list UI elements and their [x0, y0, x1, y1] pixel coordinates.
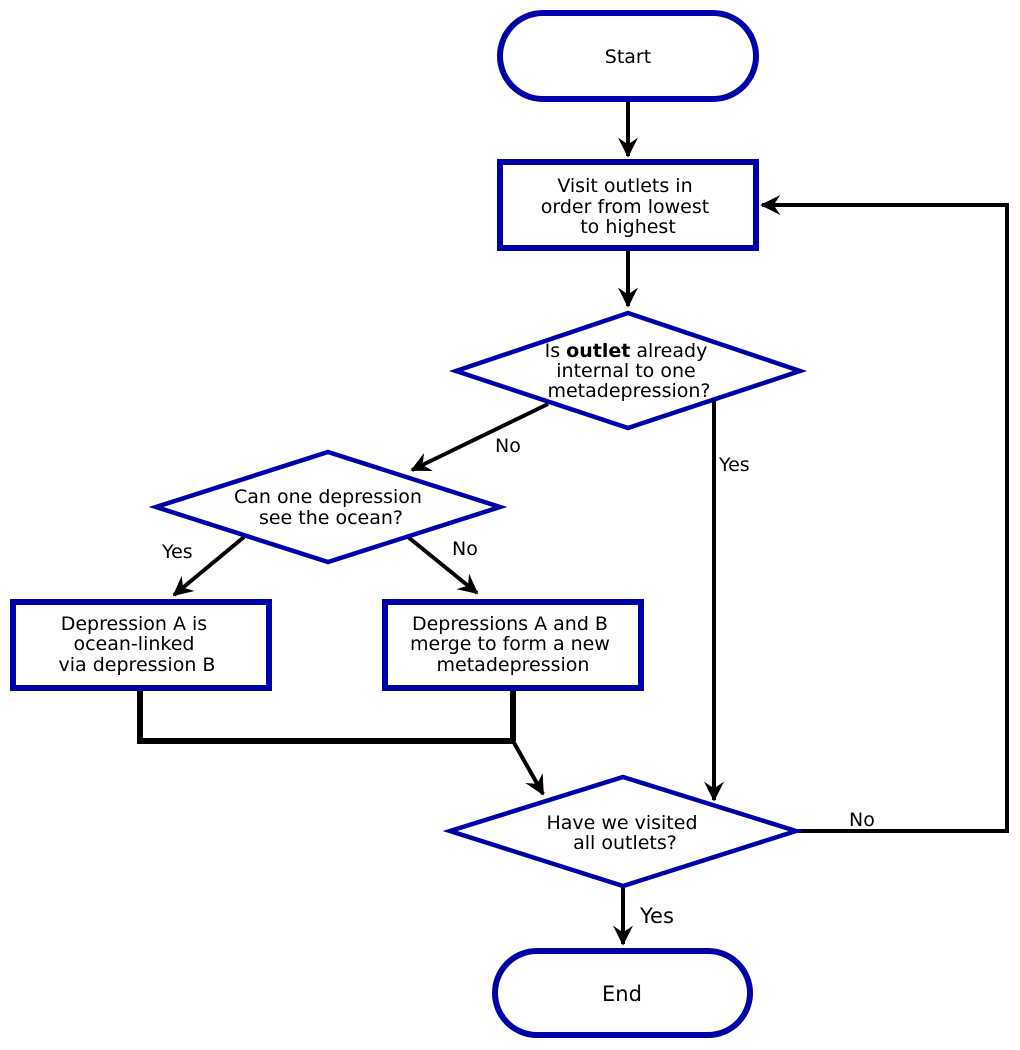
- visited-decision-text: Have we visited all outlets?: [546, 812, 703, 854]
- visit-outlets-process: Visit outlets in order from lowest to hi…: [497, 159, 759, 251]
- merge-process: Depressions A and B merge to form a new …: [382, 599, 644, 691]
- label-internal-yes: Yes: [718, 454, 750, 476]
- edges: [137, 100, 1009, 946]
- ocean-decision: Can one depression see the ocean?: [148, 449, 508, 565]
- end-terminal: End: [492, 948, 753, 1038]
- edge-join-to-visited: [511, 740, 545, 796]
- edge-visited-no-loop: [760, 195, 1009, 833]
- start-label: Start: [605, 46, 651, 68]
- internal-decision: Is outlet already internal to one metade…: [448, 310, 808, 431]
- label-visited-no: No: [849, 809, 875, 831]
- visit-outlets-text: Visit outlets in order from lowest to hi…: [541, 175, 716, 238]
- edge-internal-no: [410, 402, 549, 472]
- edge-linked-join: [137, 689, 513, 744]
- label-visited-yes: Yes: [639, 904, 674, 928]
- end-label: End: [602, 982, 642, 1006]
- label-ocean-yes: Yes: [161, 541, 193, 563]
- ocean-decision-text: Can one depression see the ocean?: [234, 486, 428, 529]
- edge-ocean-yes: [172, 535, 246, 597]
- visited-decision: Have we visited all outlets?: [442, 774, 804, 889]
- label-internal-no: No: [495, 435, 521, 457]
- merge-text: Depressions A and B merge to form a new …: [410, 613, 616, 676]
- edge-ocean-no: [406, 535, 479, 595]
- edge-labels: No Yes Yes No No Yes: [161, 435, 875, 928]
- ocean-linked-text: Depression A is ocean-linked via depress…: [59, 613, 216, 676]
- start-terminal: Start: [497, 10, 759, 102]
- internal-decision-text: Is outlet already internal to one metade…: [545, 340, 714, 402]
- label-ocean-no: No: [452, 538, 478, 560]
- ocean-linked-process: Depression A is ocean-linked via depress…: [10, 599, 272, 691]
